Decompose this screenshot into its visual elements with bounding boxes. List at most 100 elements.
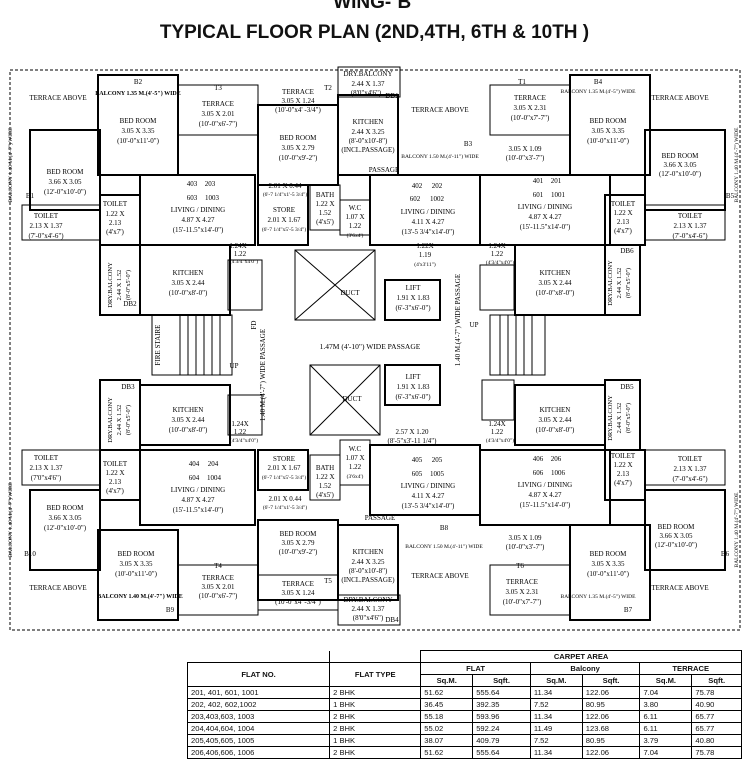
room-dims-ft: (10'-0"x11'-0") [117,137,159,145]
lobby-dims-ft: (8'-5"x3'-11 1/4") [388,437,438,445]
table-cell: 7.52 [529,734,583,747]
wall-bl-shaft [227,394,263,436]
flat-number: 405 [412,456,423,464]
table-cell: 11.34 [529,746,583,759]
table-cell: 1 BHK [329,734,422,747]
room-label: TOILET [678,212,703,220]
lift-dims: 1.91 X 1.83 [396,294,430,302]
table-header-row: FLAT NO. FLAT TYPE FLAT Balcony TERRACE [186,662,742,687]
room-dims-ft: (12'-0"x10'-0") [655,541,698,549]
shaft-dims: 1.22 [234,250,247,258]
room-dims: 3.05 X 2.01 [201,583,235,591]
flat-number: 205 [432,456,443,464]
table-cell: 11.34 [529,686,583,699]
balcony-label: BALCONY 1.35 M.(4'-5") WIDE [95,90,181,97]
table-header-row: Sq.M. Sqft. Sq.M. Sqft. Sq.M. Sqft. [188,674,742,687]
balcony-tag: B4 [594,78,603,86]
room-label: STORE [273,455,295,463]
room-label: KITCHEN [540,269,571,277]
balcony-tag: B2 [134,78,143,86]
lift-label: LIFT [406,284,422,292]
room-dims: 2.44 X 1.52 [116,405,123,436]
lobby-dims: 2.57 X 1.20 [395,428,429,436]
room-dims-ft: (10'-0"x9'-2") [279,548,318,556]
table-cell: 206,406,606, 1006 [186,746,331,759]
stair-up-label: UP [470,321,479,329]
room-dims-ft: (13'-5 3/4"x14'-0") [402,502,455,510]
room-dims-ft: (7'-0"x4'-6") [672,232,708,240]
room-dims: 3.05 X 2.44 [171,416,205,424]
table-cell: 6.11 [639,710,693,723]
room-dims: 2.01 X 1.67 [267,464,301,472]
room-dims-ft: (15'-11.5"x14'-0") [520,501,571,509]
room-label: DRY.BALCONY [343,596,392,604]
passage-label: 1.47M (4'-10") WIDE PASSAGE [320,342,421,351]
room-label: LIVING / DINING [518,203,572,211]
wall-tc-kitchen [337,94,399,176]
flat-number: 402 [412,182,423,190]
stair-up-label: UP [230,362,239,370]
wall-tl-toilet2 [21,204,101,241]
table-cell: 38.07 [420,734,474,747]
duct-1-cross [294,249,376,321]
balcony-tag: B9 [166,606,175,614]
room-dims-ft: (8'0"x4'6") [351,89,382,97]
table-cell: 75.78 [691,686,742,699]
table-header-blank [329,650,422,663]
room-dims-ft: (10'-0"x11'-0") [587,137,629,145]
room-label: TOILET [103,460,128,468]
room-dims-ft: (7'-0"x4'-6") [28,232,64,240]
shaft-dims-ft: (4'3/4"x4'0") [230,258,258,265]
room-dims-ft: (10'-0"x4' -3/4") [275,106,321,114]
dry-balcony-tag: DB5 [620,383,634,391]
passage-label: 1.40 M.(4'-7") WIDE PASSAGE [259,329,267,421]
room-dims-ft: (12'-0"x10'-0") [659,170,702,178]
wall-br-shaft [481,379,515,421]
wall-tr-bed2 [644,129,726,211]
dry-balcony-tag: DB6 [620,247,634,255]
passage-label: PASSAGE [365,514,395,522]
wall-tl-shaft [227,259,263,311]
room-dims: 3.05 X 2.31 [505,588,539,596]
flat-number: 1004 [207,474,222,482]
room-label: BED ROOM [280,134,318,142]
wall-tl-bed1 [97,74,179,176]
room-label: TERRACE [514,94,546,102]
room-dims-ft: (12'-0"x10'-0") [44,524,87,532]
table-cell: 555.64 [472,686,531,699]
shaft-dims: 1.22 [491,428,504,436]
room-dims: 2.13 [617,470,630,478]
room-dims: 3.05 X 1.09 [508,145,542,153]
room-dims: 4.11 X 4.27 [412,218,445,226]
room-dims-ft: (15'-11.5"x14'-0") [173,226,224,234]
room-label: KITCHEN [353,118,384,126]
room-dims-ft: (4'x7') [106,228,124,236]
balcony-label: BALCONY 1.40 M.(4'-7") WIDE [733,127,740,203]
flat-number: 606 [533,469,544,477]
flat-number: 206 [551,455,562,463]
lift-dims: 1.91 X 1.83 [396,383,430,391]
table-cell: 201, 401, 601, 1001 [186,686,331,699]
room-dims-ft: (10'-0"x4' -3/4") [275,598,321,606]
room-label: KITCHEN [173,406,204,414]
room-dims: 2.13 X 1.37 [29,464,63,472]
room-dims-ft: (10'-0"x11'-0") [115,570,157,578]
room-dims-ft: (10'-0"x6'-7") [199,120,238,128]
flat-number: 401 [533,177,544,185]
stair-l-treads [179,315,221,375]
room-dims-ft: (6'-7 1/4"x5'-5 3/4") [262,226,307,233]
room-label: TOILET [611,452,636,460]
room-dims-ft: (7'0"x4'6") [31,474,62,482]
room-dims: 2.13 [617,218,630,226]
table-cell: 40.80 [691,734,742,747]
table-cell: 593.96 [472,710,531,723]
wall-bc-dry [337,594,401,626]
room-dims-ft: (10'-0"x8'-0") [536,289,575,297]
flat-number: 404 [189,460,200,468]
room-dims: 2.44 X 1.37 [351,605,385,613]
carpet-area-table: CARPET AREA FLAT NO. FLAT TYPE FLAT Balc… [186,650,742,759]
flat-number: 406 [533,455,544,463]
terrace-above-label: TERRACE ABOVE [651,584,708,592]
